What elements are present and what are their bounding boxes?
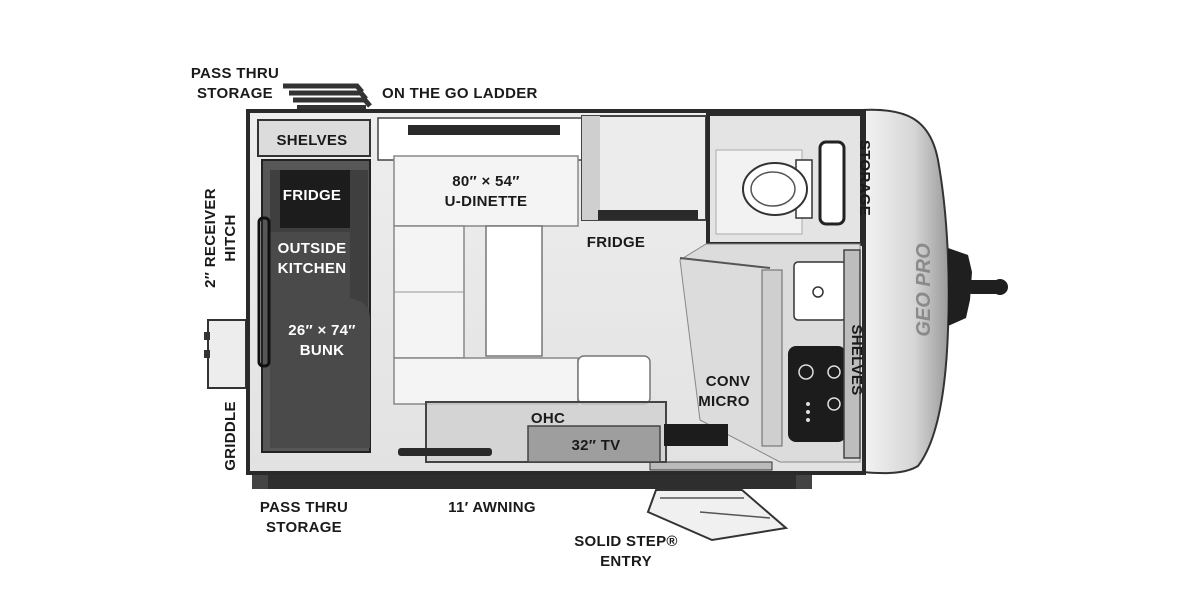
galley [679, 243, 861, 463]
label-outside-kitchen-line2: KITCHEN [278, 260, 347, 277]
label-griddle: GRIDDLE [222, 401, 239, 471]
label-receiver-hitch-line2: HITCH [222, 214, 239, 261]
label-receiver-hitch-line1: 2″ RECEIVER [202, 188, 219, 288]
label-tv: 32″ TV [571, 437, 620, 454]
label-bunk: BUNK [300, 342, 345, 359]
front-hitch [948, 248, 1008, 326]
label-fridge: FRIDGE [587, 234, 645, 251]
solid-step-entry [646, 489, 789, 542]
front-nose-cap: GEO PRO [861, 108, 950, 475]
label-pass-thru-storage-top-line1: PASS THRU [191, 65, 279, 82]
overhead-cabinet [398, 401, 728, 463]
label-pass-thru-storage-bottom-line1: PASS THRU [260, 499, 348, 516]
fridge-cabinet [581, 115, 707, 221]
label-entry-line2: ENTRY [600, 553, 652, 570]
bunk-area [257, 159, 371, 453]
label-conv-micro-line1: CONV [706, 373, 751, 390]
label-outside-fridge: FRIDGE [283, 187, 341, 204]
logo-text: GEO PRO [913, 243, 935, 337]
label-awning: 11′ AWNING [448, 499, 536, 516]
bathroom [706, 112, 864, 246]
label-on-the-go-ladder: ON THE GO LADDER [382, 85, 538, 102]
receiver-hitch [204, 319, 247, 389]
label-conv-micro-line2: MICRO [698, 393, 750, 410]
u-dinette [377, 117, 651, 405]
on-the-go-ladder [283, 83, 372, 109]
label-outside-kitchen-line1: OUTSIDE [278, 240, 347, 257]
label-front-storage: STORAGE [856, 140, 873, 216]
label-pass-thru-storage-bottom-line2: STORAGE [266, 519, 342, 536]
rear-shelves [257, 119, 371, 157]
label-ohc: OHC [531, 410, 565, 427]
label-entry-line1: SOLID STEP® [574, 533, 678, 550]
label-pass-thru-storage-top-line2: STORAGE [197, 85, 273, 102]
label-dinette-size: 80″ × 54″ [452, 173, 520, 190]
label-front-shelves: SHELVES [848, 324, 865, 395]
label-rear-shelves: SHELVES [276, 132, 347, 149]
label-dinette: U-DINETTE [445, 193, 528, 210]
label-bunk-size: 26″ × 74″ [288, 322, 356, 339]
